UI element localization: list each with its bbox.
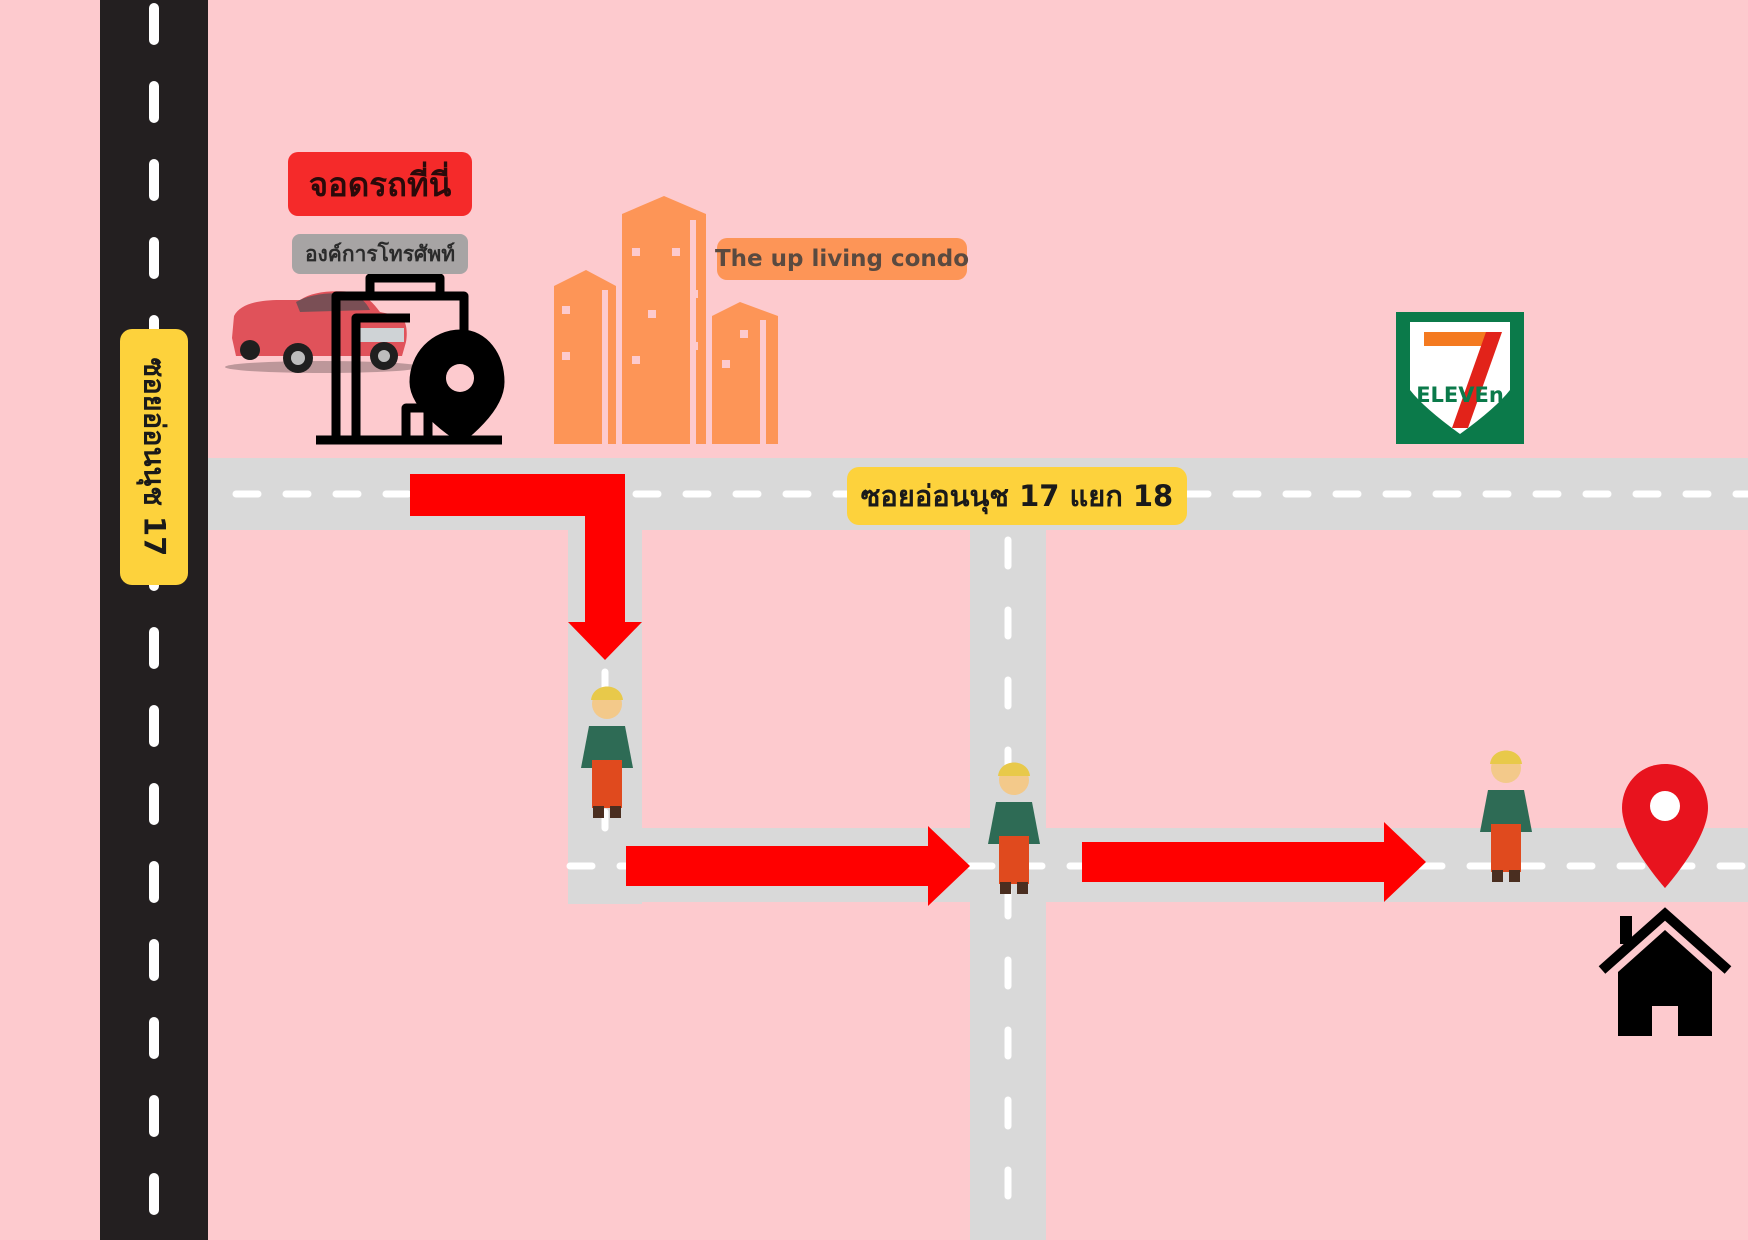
main-road-label: ซอยอ่อนนุช 17 (120, 329, 188, 585)
building-location-icon (316, 273, 505, 445)
condo-label: The up living condo (715, 238, 969, 280)
side-road-label: ซอยอ่อนนุช 17 แยก 18 (847, 467, 1187, 525)
location-pin-icon (1622, 764, 1708, 888)
tot-building-label: องค์การโทรศัพท์ (292, 234, 468, 274)
seven-eleven-text: ELEVEn (1416, 383, 1504, 407)
parking-here-label: จอดรถที่นี่ (288, 152, 472, 216)
route-arrow-right-1 (626, 826, 970, 906)
route-arrow-right-2 (1082, 822, 1426, 902)
condo-building-icon (554, 196, 778, 444)
person-icon (581, 686, 633, 818)
route-arrow-turn-down (410, 474, 642, 660)
main-road-label-text: ซอยอ่อนนุช 17 (137, 357, 171, 557)
seven-eleven-logo: ELEVEn (1396, 312, 1524, 444)
person-icon (1480, 750, 1532, 882)
car-icon (225, 291, 421, 373)
person-icon (988, 762, 1040, 894)
house-icon (1598, 907, 1732, 1036)
